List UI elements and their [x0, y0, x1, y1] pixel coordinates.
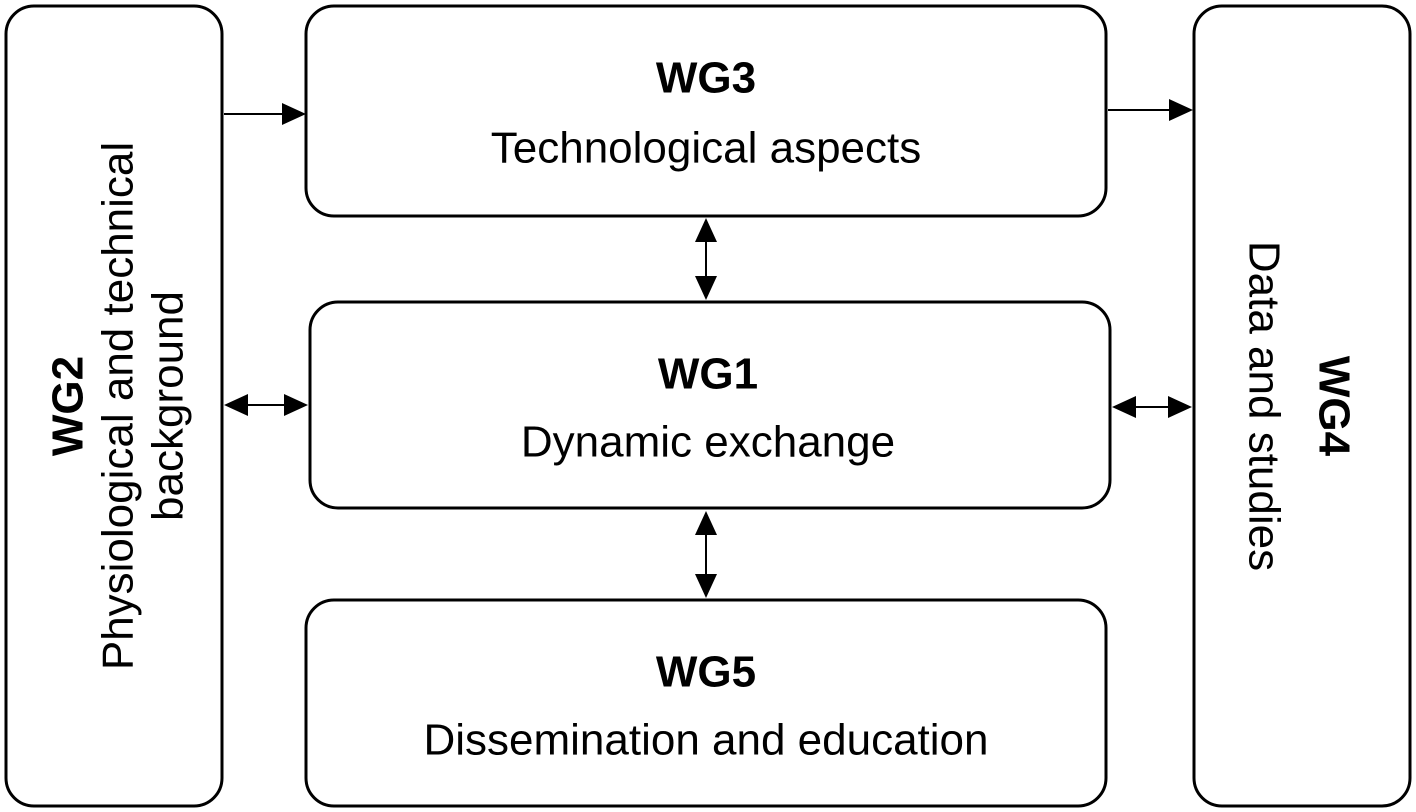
wg4-box: WG4 Data and studies	[1192, 4, 1412, 808]
wg5-box: WG5 Dissemination and education	[304, 598, 1108, 808]
wg2-title-line1: Physiological and technical	[94, 142, 143, 670]
wg3-title: Technological aspects	[491, 124, 921, 173]
arrow-wg1-wg4-bidirectional	[1112, 396, 1192, 418]
wg3-box-frame	[304, 4, 1108, 218]
wg4-box-frame	[1192, 4, 1412, 808]
arrow-wg3-to-wg4	[1108, 99, 1193, 121]
wg1-title: Dynamic exchange	[521, 418, 895, 467]
arrow-wg2-wg1-bidirectional	[224, 394, 308, 416]
arrow-wg3-wg1-bidirectional	[695, 218, 717, 300]
wg2-code: WG2	[44, 356, 93, 456]
wg1-code: WG1	[658, 350, 758, 399]
wg1-box-frame	[308, 300, 1112, 510]
wg4-code: WG4	[1310, 356, 1359, 457]
wg3-box: WG3 Technological aspects	[304, 4, 1108, 218]
arrow-wg1-wg5-bidirectional	[695, 511, 717, 598]
wg5-title: Dissemination and education	[423, 716, 988, 765]
wg3-code: WG3	[656, 54, 756, 103]
arrow-wg2-to-wg3	[224, 103, 306, 125]
wg2-box: WG2 Physiological and technical backgrou…	[4, 4, 224, 808]
wg5-box-frame	[304, 598, 1108, 808]
wg2-box-frame	[4, 4, 224, 808]
wg1-box: WG1 Dynamic exchange	[308, 300, 1112, 510]
wg4-title: Data and studies	[1240, 241, 1289, 571]
wg5-code: WG5	[656, 648, 756, 697]
wg2-title-line2: background	[144, 291, 193, 521]
